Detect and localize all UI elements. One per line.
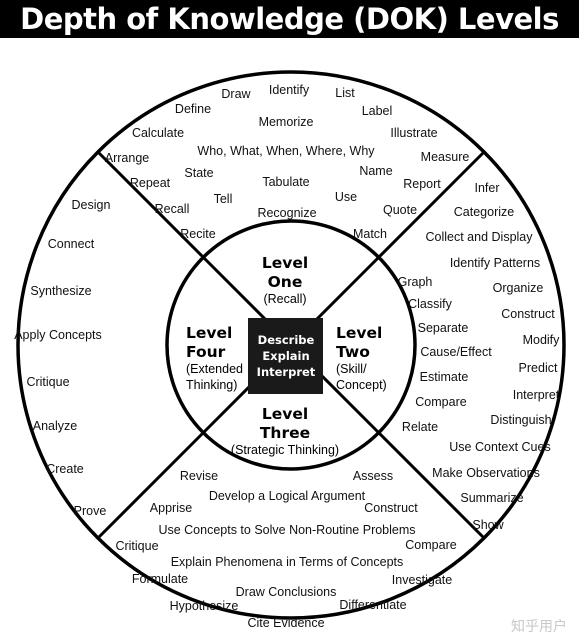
center-line-3: Interpret: [257, 365, 316, 379]
verb-skill: Compare: [415, 395, 466, 409]
verb-skill: Relate: [402, 420, 438, 434]
verb-strategic: Develop a Logical Argument: [209, 489, 366, 503]
verb-recall: Label: [362, 104, 393, 118]
level-four-subtitle-2: Thinking): [186, 378, 237, 392]
verb-skill: Organize: [493, 281, 544, 295]
level-two-title-2: Two: [336, 343, 370, 361]
verb-recall: Report: [403, 177, 441, 191]
level-three-title-1: Level: [262, 405, 308, 423]
verb-skill: Cause/Effect: [420, 345, 492, 359]
level-four-subtitle-1: (Extended: [186, 362, 243, 376]
level-two-title-1: Level: [336, 324, 382, 342]
verb-recall: Recite: [180, 227, 215, 241]
verb-strategic: Revise: [180, 469, 218, 483]
verb-recall: Name: [359, 164, 392, 178]
verb-recall: Arrange: [105, 151, 150, 165]
level-three-subtitle: (Strategic Thinking): [231, 443, 339, 457]
verb-recall: Define: [175, 102, 211, 116]
verb-extended: Design: [72, 198, 111, 212]
verb-skill: Modify: [523, 333, 561, 347]
verb-recall: Use: [335, 190, 357, 204]
verb-recall: Identify: [269, 83, 310, 97]
center-line-1: Describe: [258, 333, 315, 347]
verb-skill: Interpret: [513, 388, 560, 402]
verb-skill: Predict: [519, 361, 558, 375]
verb-strategic: Construct: [364, 501, 418, 515]
level-four-title-2: Four: [186, 343, 226, 361]
outer-ring: [16, 70, 566, 620]
verb-recall: Tabulate: [262, 175, 309, 189]
verb-strategic: Differentiate: [339, 598, 406, 612]
verb-recall: State: [184, 166, 213, 180]
verb-skill: Summarize: [460, 491, 523, 505]
verb-recall: Draw: [221, 87, 251, 101]
verb-skill: Categorize: [454, 205, 514, 219]
divider-top-left: [96, 150, 205, 259]
verb-strategic: Formulate: [132, 572, 188, 586]
verb-extended: Prove: [74, 504, 107, 518]
verb-recall: Memorize: [259, 115, 314, 129]
title-bar: Depth of Knowledge (DOK) Levels: [0, 0, 579, 38]
verb-skill: Infer: [474, 181, 499, 195]
verb-recall: Recognize: [257, 206, 316, 220]
verb-strategic: Compare: [405, 538, 456, 552]
level-two-subtitle-1: (Skill/: [336, 362, 367, 376]
verb-strategic: Explain Phenomena in Terms of Concepts: [171, 555, 404, 569]
verb-extended: Apply Concepts: [14, 328, 102, 342]
verb-skill: Construct: [501, 307, 555, 321]
verb-skill: Separate: [418, 321, 469, 335]
verb-skill: Use Context Cues: [449, 440, 550, 454]
verb-strategic: Critique: [115, 539, 158, 553]
level-four-title-1: Level: [186, 324, 232, 342]
verb-recall: Measure: [421, 150, 470, 164]
level-one-title-2: One: [268, 273, 303, 291]
divider-bottom-left: [96, 431, 205, 540]
verb-recall: Match: [353, 227, 387, 241]
verb-recall: List: [335, 86, 355, 100]
verb-skill: Collect and Display: [426, 230, 534, 244]
verb-recall: Who, What, When, Where, Why: [197, 144, 375, 158]
verb-recall: Repeat: [130, 176, 171, 190]
verb-strategic: Draw Conclusions: [236, 585, 337, 599]
verb-strategic: Apprise: [150, 501, 192, 515]
level-two-subtitle-2: Concept): [336, 378, 387, 392]
divider-top-right: [377, 150, 486, 259]
level-one-title-1: Level: [262, 254, 308, 272]
center-square: [248, 318, 323, 394]
verb-strategic: Investigate: [392, 573, 453, 587]
verb-extended: Analyze: [33, 419, 78, 433]
verb-extended: Critique: [26, 375, 69, 389]
diagram-title: Depth of Knowledge (DOK) Levels: [20, 2, 559, 36]
verb-skill: Classify: [408, 297, 453, 311]
verb-skill: Show: [472, 518, 504, 532]
divider-bottom-right: [377, 431, 486, 540]
center-line-2: Explain: [262, 349, 309, 363]
watermark: 知乎用户: [511, 619, 567, 635]
level-one-subtitle: (Recall): [263, 292, 306, 306]
verb-recall: Recall: [155, 202, 190, 216]
verb-recall: Quote: [383, 203, 417, 217]
verb-recall: Calculate: [132, 126, 184, 140]
verb-extended: Create: [46, 462, 84, 476]
verb-skill: Graph: [398, 275, 433, 289]
verb-skill: Distinguish: [490, 413, 551, 427]
verb-extended: Connect: [48, 237, 95, 251]
verb-strategic: Use Concepts to Solve Non-Routine Proble…: [158, 523, 415, 537]
verb-skill: Estimate: [420, 370, 469, 384]
verb-recall: Illustrate: [390, 126, 437, 140]
verb-skill: Identify Patterns: [450, 256, 540, 270]
level-three-title-2: Three: [260, 424, 310, 442]
verb-strategic: Assess: [353, 469, 393, 483]
verb-skill: Make Observations: [432, 466, 540, 480]
verb-recall: Tell: [214, 192, 233, 206]
verb-strategic: Hypothesize: [170, 599, 239, 613]
verb-strategic: Cite Evidence: [247, 616, 324, 630]
verb-extended: Synthesize: [30, 284, 91, 298]
